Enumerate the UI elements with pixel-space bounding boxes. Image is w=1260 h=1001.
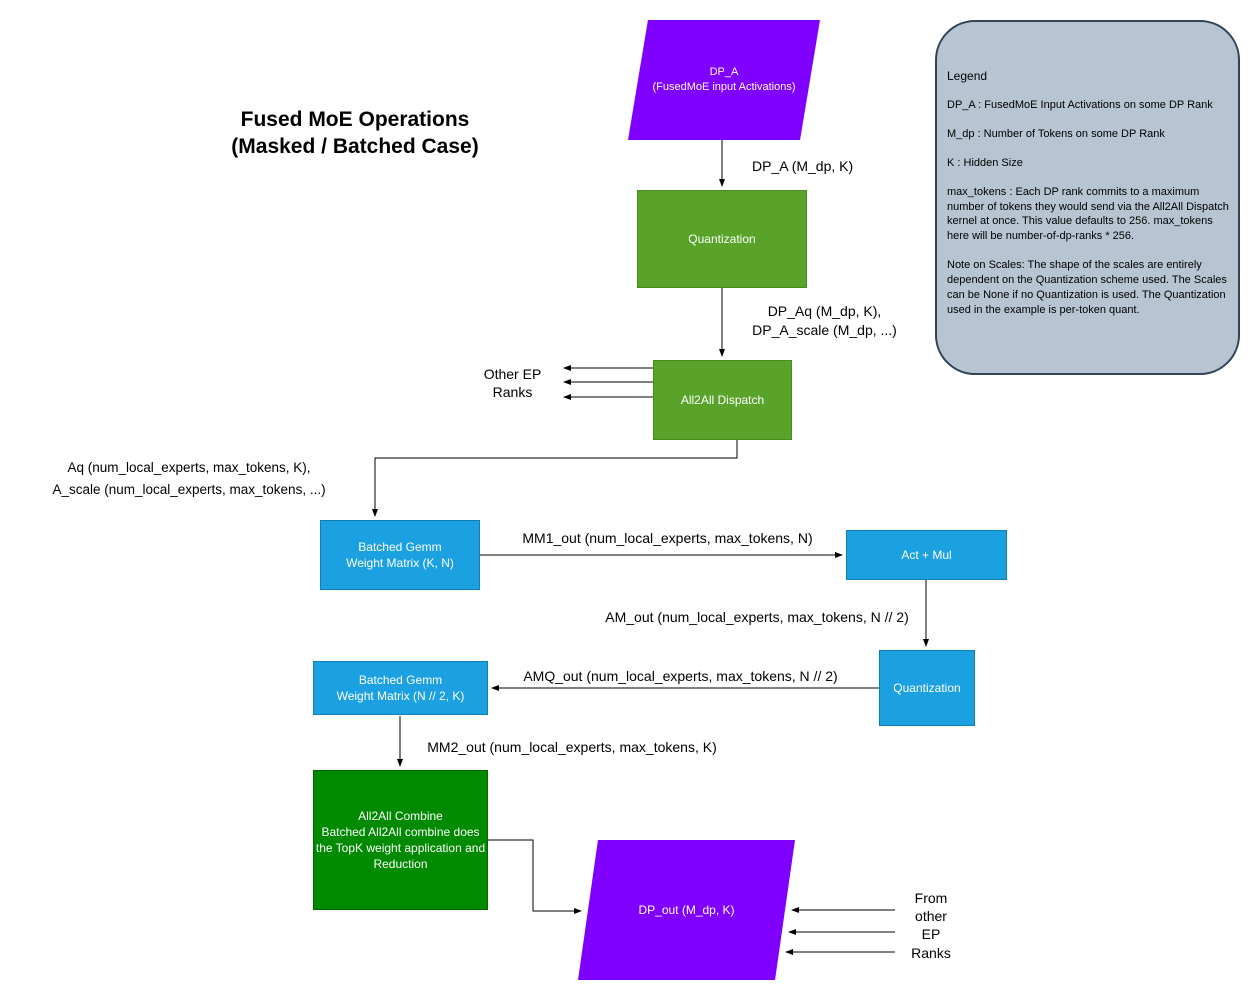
- diagram-title: Fused MoE Operations (Masked / Batched C…: [231, 108, 479, 159]
- legend-title: Legend: [947, 69, 988, 83]
- node-act-mul: Act + Mul: [846, 530, 1007, 580]
- edge-label-aq: Aq (num_local_experts, max_tokens, K), A…: [52, 460, 326, 498]
- node-all2all-dispatch: All2All Dispatch: [653, 360, 792, 440]
- edge-label-mm2-out: MM2_out (num_local_experts, max_tokens, …: [427, 739, 717, 755]
- legend-item: Note on Scales: The shape of the scales …: [947, 259, 1227, 316]
- label-from-other-ep-ranks: From other EP Ranks: [911, 890, 951, 961]
- node-dp-out: DP_out (M_dp, K): [578, 840, 795, 980]
- legend-item: K : Hidden Size: [947, 156, 1023, 169]
- legend-item: DP_A : FusedMoE Input Activations on som…: [947, 99, 1213, 112]
- edge-label-am-out: AM_out (num_local_experts, max_tokens, N…: [605, 609, 909, 625]
- edge-label-mm1-out: MM1_out (num_local_experts, max_tokens, …: [522, 530, 813, 546]
- edge-label-dp-a: DP_A (M_dp, K): [752, 158, 854, 174]
- label-other-ep-ranks: Other EP Ranks: [483, 366, 542, 400]
- legend-item: M_dp : Number of Tokens on some DP Rank: [947, 128, 1165, 141]
- node-all2all-combine: All2All Combine Batched All2All combine …: [313, 770, 488, 910]
- edge-label-amq-out: AMQ_out (num_local_experts, max_tokens, …: [523, 668, 838, 684]
- node-batched-gemm-2: Batched Gemm Weight Matrix (N // 2, K): [313, 661, 488, 715]
- node-quantization-1: Quantization: [637, 190, 807, 288]
- edge-label-dp-aq: DP_Aq (M_dp, K), DP_A_scale (M_dp, ...): [752, 303, 897, 338]
- node-quantization-2: Quantization: [879, 650, 975, 726]
- node-batched-gemm-1: Batched Gemm Weight Matrix (K, N): [320, 520, 480, 590]
- legend-box: Legend DP_A : FusedMoE Input Activations…: [935, 20, 1240, 375]
- node-dp-a: DP_A (FusedMoE input Activations): [628, 20, 820, 140]
- legend-item: max_tokens : Each DP rank commits to a m…: [947, 185, 1229, 243]
